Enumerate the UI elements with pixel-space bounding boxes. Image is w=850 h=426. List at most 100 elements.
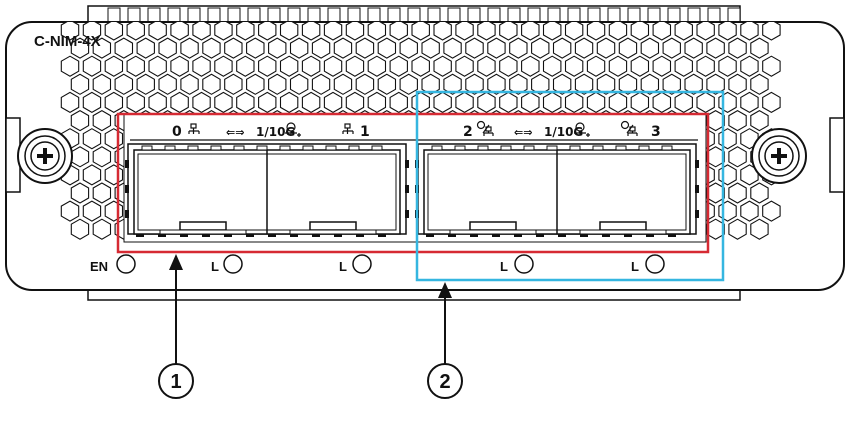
rail-tick [667,7,681,23]
vent-hole [652,22,672,41]
vent-hole [696,55,715,77]
vent-hole [728,218,747,240]
vent-hole [728,182,747,204]
vent-hole [586,22,606,41]
vent-hole [728,109,747,132]
en-led [116,254,136,274]
vent-hole [718,164,737,186]
highlight-box-ports-0-1 [116,112,710,254]
vent-hole [728,146,747,168]
rail-tick [227,7,241,23]
vent-hole [443,37,462,59]
vent-hole [608,91,628,114]
vent-hole [618,37,638,59]
vent-hole [389,91,408,114]
rail-tick [147,7,161,23]
port-labels: 0 ⇐⇒ 1/10G 1 2 ⇐⇒ 1/10G [172,120,661,140]
rail-tick [547,7,561,23]
vent-hole [706,218,725,240]
vent-hole [333,73,353,95]
left-thumbscrew [5,117,73,193]
vent-hole [531,37,550,59]
vent-hole [740,164,759,186]
vent-hole [224,73,243,95]
vent-hole [465,37,484,59]
vent-hole [487,37,506,59]
vent-hole [455,55,474,77]
vent-hole [82,91,102,114]
port-1-label: 1 [360,124,370,140]
vent-hole [60,200,80,222]
vent-hole [202,37,221,59]
rail-tick [447,7,461,23]
vent-hole [674,91,693,114]
link-led-1 [352,254,372,274]
vent-hole [104,55,124,77]
vent-hole [521,55,540,77]
vent-hole [662,37,681,59]
vent-hole [750,73,769,95]
vent-hole [236,55,255,77]
vent-hole [696,91,715,114]
vent-hole [148,91,167,114]
vent-hole [301,91,321,114]
vent-hole [114,37,134,59]
vent-hole [70,109,90,132]
vent-hole [104,200,124,222]
vent-hole [421,37,440,59]
vent-hole [608,55,628,77]
highlight-box-ports-2-3 [415,90,725,282]
vent-hole [367,91,387,114]
rail-tick [487,7,501,23]
vent-hole [740,55,759,77]
rail-tick [347,7,361,23]
vent-hole [499,55,518,77]
vent-hole [411,91,430,114]
rail-tick [707,7,721,23]
vent-hole [214,55,233,77]
rail-tick [687,7,701,23]
callout-1-arrowhead [169,254,183,270]
vent-hole [499,91,518,114]
vent-hole [180,37,199,59]
vent-hole [542,91,562,114]
vent-hole [608,22,628,41]
vent-hole [684,73,703,95]
vent-hole [323,91,343,114]
vent-hole [411,55,430,77]
vent-hole [323,22,343,41]
vent-hole [596,37,616,59]
rail-tick [127,7,141,23]
link-label-2: L [500,259,508,274]
vent-hole [433,22,452,41]
vent-hole [279,91,299,114]
vent-hole [640,73,660,95]
vent-hole [345,22,365,41]
sfp-cage-ports-2-3 [415,143,699,237]
rail-tick [187,7,201,23]
link-label-0: L [211,259,219,274]
vent-hole [706,146,725,168]
vent-hole [509,73,528,95]
vent-hole [509,37,528,59]
network-icon [188,123,200,134]
rail-tick [307,7,321,23]
vent-hole [104,128,124,150]
vent-hole [630,22,650,41]
rail-tick [167,7,181,23]
vent-hole [552,73,572,95]
rail-tick [607,7,621,23]
top-rail [87,5,741,25]
vent-hole [399,73,418,95]
vent-hole [377,37,397,59]
vent-hole [323,55,343,77]
vent-hole [574,73,594,95]
network-icon [342,123,354,134]
model-label: C-NIM-4X [34,33,101,50]
port-speed-label-right: 1/10G [544,125,583,139]
vent-hole [674,22,693,41]
poe-network-icon [620,120,638,136]
vent-hole [750,37,769,59]
vent-hole [718,55,737,77]
vent-hole [92,218,112,240]
